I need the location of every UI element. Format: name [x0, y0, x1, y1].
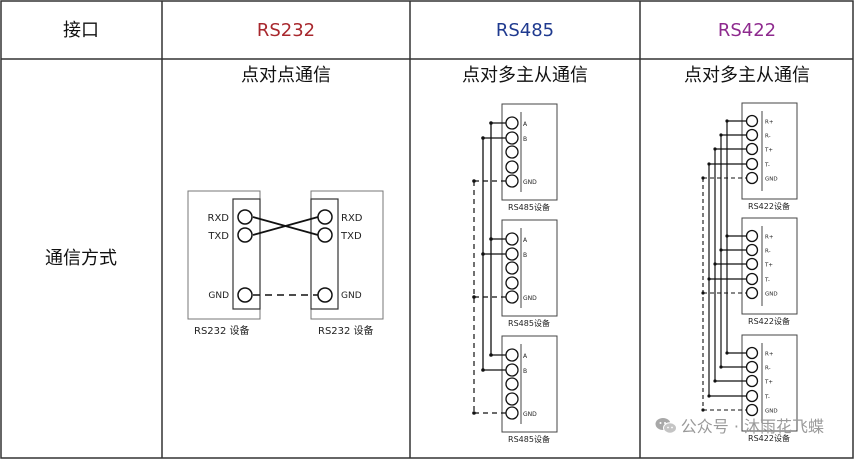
rs422-device-label: RS422设备 [748, 433, 790, 443]
rs485-label-b: B [523, 252, 527, 259]
rs232-right-terminal-txd [317, 227, 333, 243]
rs485-terminal-4 [505, 392, 519, 406]
rs232-right-label-gnd: GND [341, 291, 362, 301]
rs422-terminal-2 [745, 243, 759, 257]
rs232-right-device-label: RS232 设备 [318, 324, 374, 337]
rs232-left-terminal-rxd [237, 209, 253, 225]
rs422-terminal-4 [745, 272, 759, 286]
rs422-terminal-1 [745, 346, 759, 360]
rs422-terminal-1 [745, 114, 759, 128]
rs485-device-box [501, 335, 558, 433]
rs485-terminal-5 [505, 406, 519, 420]
rs422-device-box [741, 334, 798, 432]
rs232-right-label-txd: TXD [340, 231, 362, 242]
rs485-device-box [501, 219, 558, 317]
rs485-label-b: B [523, 368, 527, 375]
rs485-device-label: RS485设备 [508, 202, 550, 212]
rs485-device-label: RS485设备 [508, 318, 550, 328]
rs422-terminal-3 [745, 374, 759, 388]
wechat-icon [655, 417, 677, 435]
rs485-junction-gnd [472, 411, 476, 415]
rs422-terminal-4 [745, 157, 759, 171]
rs232-right-terminal-gnd [317, 287, 333, 303]
rs485-terminal-1 [505, 232, 519, 246]
mode-title-rs422: 点对多主从通信 [684, 65, 810, 86]
rs232-left-device-label: RS232 设备 [194, 324, 250, 337]
rs422-terminal-2 [745, 360, 759, 374]
rs485-terminal-2 [505, 247, 519, 261]
rs422-label-3: T+ [764, 263, 773, 269]
watermark-text: 公众号 · 沐雨花飞蝶 [680, 417, 824, 436]
rs485-terminal-4 [505, 160, 519, 174]
rs485-terminal-3 [505, 145, 519, 159]
rs232-right-terminal-rxd [317, 209, 333, 225]
rs485-terminal-1 [505, 348, 519, 362]
rs422-label-2: R- [765, 249, 771, 255]
rs422-label-4: T- [764, 395, 770, 401]
rs422-terminal-3 [745, 142, 759, 156]
rs485-terminal-1 [505, 116, 519, 130]
rs232-left-terminal-txd [237, 227, 253, 243]
rs422-label-3: T+ [764, 380, 773, 386]
rs422-label-4: T- [764, 163, 770, 169]
rs422-terminal-5 [745, 171, 759, 185]
rs422-terminal-1 [745, 229, 759, 243]
rs422-device-label: RS422设备 [748, 316, 790, 326]
rs422-label-5: GND [765, 409, 778, 415]
rs485-label-a: A [523, 121, 528, 128]
rs422-label-4: T- [764, 278, 770, 284]
row-header-comm-mode: 通信方式 [45, 248, 117, 269]
rs422-label-3: T+ [764, 148, 773, 154]
rs485-terminal-5 [505, 290, 519, 304]
rs485-terminal-2 [505, 363, 519, 377]
rs485-device-label: RS485设备 [508, 434, 550, 444]
rs422-label-2: R- [765, 366, 771, 372]
rs232-left-label-gnd: GND [208, 291, 229, 301]
rs485-terminal-2 [505, 131, 519, 145]
rs422-terminal-5 [745, 403, 759, 417]
rs422-label-2: R- [765, 134, 771, 140]
header-rs485: RS485 [495, 20, 555, 41]
rs485-label-a: A [523, 353, 528, 360]
header-rs232: RS232 [256, 20, 316, 41]
rs485-label-gnd: GND [523, 179, 537, 186]
rs422-label-1: R+ [765, 352, 774, 358]
rs422-terminal-5 [745, 286, 759, 300]
rs485-junction-gnd [472, 295, 476, 299]
rs232-left-label-txd: TXD [207, 231, 229, 242]
mode-title-rs485: 点对多主从通信 [462, 65, 588, 86]
watermark: 公众号 · 沐雨花飞蝶 [655, 413, 824, 437]
rs232-left-terminal-gnd [237, 287, 253, 303]
rs422-label-5: GND [765, 177, 778, 183]
mode-title-rs232: 点对点通信 [241, 65, 331, 86]
rs422-device-box [741, 217, 798, 315]
rs232-right-label-rxd: RXD [341, 213, 363, 224]
header-interface: 接口 [63, 20, 99, 41]
rs422-device-box [741, 102, 798, 200]
rs422-label-5: GND [765, 292, 778, 298]
rs422-label-1: R+ [765, 235, 774, 241]
rs485-label-b: B [523, 136, 527, 143]
rs485-terminal-3 [505, 261, 519, 275]
rs485-label-gnd: GND [523, 411, 537, 418]
rs422-device-label: RS422设备 [748, 201, 790, 211]
rs485-label-gnd: GND [523, 295, 537, 302]
rs422-terminal-2 [745, 128, 759, 142]
rs232-left-label-rxd: RXD [208, 213, 230, 224]
rs485-terminal-5 [505, 174, 519, 188]
rs485-device-box [501, 103, 558, 201]
header-rs422: RS422 [717, 20, 777, 41]
rs485-terminal-3 [505, 377, 519, 391]
rs485-terminal-4 [505, 276, 519, 290]
rs422-terminal-3 [745, 257, 759, 271]
rs422-terminal-4 [745, 389, 759, 403]
rs422-label-1: R+ [765, 120, 774, 126]
rs485-label-a: A [523, 237, 528, 244]
